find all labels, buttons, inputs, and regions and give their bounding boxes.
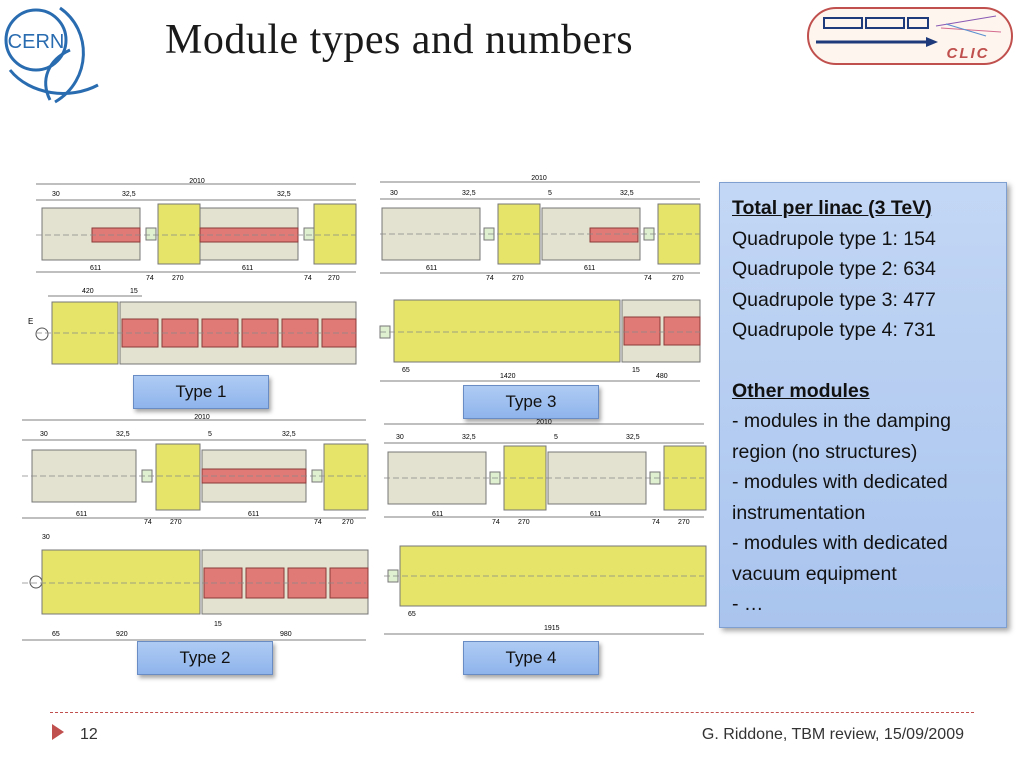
type2-quad-1 — [155, 443, 201, 511]
info-line-2: region (no structures) — [732, 440, 918, 463]
type4-dim-325a: 32,5 — [462, 434, 476, 441]
footer-arrow-icon — [52, 724, 64, 740]
type3-dim-270b: 270 — [672, 275, 684, 282]
type2-quad-2 — [323, 443, 369, 511]
type2-dim-325a: 32,5 — [116, 431, 130, 438]
type2-dim-74b: 74 — [314, 519, 322, 526]
info-line-1: - modules in the damping — [732, 410, 951, 432]
type4-dim-611a: 611 — [432, 511, 443, 518]
type2-dim-611a: 611 — [76, 511, 87, 518]
type4-dim-74a: 74 — [492, 519, 500, 526]
type2-dim-325b: 32,5 — [282, 431, 296, 438]
cern-logo: CERN — [4, 6, 99, 104]
type1-dim-15: 15 — [130, 288, 138, 295]
info-line-7: - … — [732, 593, 764, 615]
type3-dim-74a: 74 — [486, 275, 494, 282]
type4-dim-270b: 270 — [678, 519, 690, 526]
type3-diagram: 2010 30 32,5 5 32,5 611 74 270 611 74 27… — [379, 175, 701, 382]
info-quad-4: Quadrupole type 4: 731 — [732, 319, 936, 341]
type3-dim-611a: 611 — [426, 265, 437, 272]
type2-dim-total: 2010 — [194, 414, 210, 421]
type1-dim-611a: 611 — [90, 265, 101, 272]
type2-quad-lower — [41, 549, 201, 615]
type2-diagram: 2010 30 32,5 5 32,5 611 74 270 611 74 27… — [22, 414, 369, 641]
type3-dim-611b: 611 — [584, 265, 595, 272]
type3-structure-1 — [589, 227, 639, 243]
type3-dim-325b: 32,5 — [620, 190, 634, 197]
type3-dim-270a: 270 — [512, 275, 524, 282]
type1-dim-270b: 270 — [328, 275, 340, 282]
type1-dim-total: 2010 — [189, 178, 205, 185]
type2-dim-74a: 74 — [144, 519, 152, 526]
type3-dim-1420: 1420 — [500, 373, 516, 380]
info-line-4: instrumentation — [732, 501, 866, 524]
type4-dim-1915: 1915 — [544, 625, 560, 632]
type2-dim-611b: 611 — [248, 511, 259, 518]
type4-quad-lower — [399, 545, 707, 607]
type4-dim-270a: 270 — [518, 519, 530, 526]
footer-divider — [50, 712, 974, 713]
type3-dim-65: 65 — [402, 367, 410, 374]
type3-dim-15: 15 — [632, 367, 640, 374]
type1-dim-74b: 74 — [304, 275, 312, 282]
type4-dim-5: 5 — [554, 434, 558, 441]
type4-dim-30: 30 — [396, 434, 404, 441]
info-line-3: - modules with dedicated — [732, 471, 948, 493]
info-quad-3: Quadrupole type 3: 477 — [732, 288, 936, 311]
type4-dim-65: 65 — [408, 611, 416, 618]
type2-dim-270a: 270 — [170, 519, 182, 526]
type1-dim-420: 420 — [82, 288, 94, 295]
info-box: Total per linac (3 TeV) Quadrupole type … — [719, 182, 1007, 628]
type1-dim-30: 30 — [52, 191, 60, 198]
info-line-5: - modules with dedicated — [732, 532, 948, 554]
info-line-6: vacuum equipment — [732, 562, 897, 585]
type2-dim-5: 5 — [208, 431, 212, 438]
type3-dim-30: 30 — [390, 190, 398, 197]
type4-dim-611b: 611 — [590, 511, 601, 518]
type1-dim-74a: 74 — [146, 275, 154, 282]
type4-dim-325b: 32,5 — [626, 434, 640, 441]
footer-credit: G. Riddone, TBM review, 15/09/2009 — [701, 726, 964, 743]
type1-diagram: 2010 30 32,5 32,5 611 74 270 611 74 270 … — [28, 178, 357, 365]
type2-dim-920: 920 — [116, 631, 128, 638]
type3-dim-5: 5 — [548, 190, 552, 197]
type3-label: Type 3 — [463, 385, 599, 419]
type4-diagram: 2010 30 32,5 5 32,5 611 74 270 611 74 27… — [384, 419, 707, 635]
type1-dim-325b: 32,5 — [277, 191, 291, 198]
type1-dim-611b: 611 — [242, 265, 253, 272]
page-title: Module types and numbers — [165, 17, 634, 63]
type1-quad-2 — [313, 203, 357, 265]
type2-dim-15: 15 — [214, 621, 222, 628]
type1-quad-1 — [157, 203, 201, 265]
info-quad-2: Quadrupole type 2: 634 — [732, 258, 936, 280]
type2-dim-270b: 270 — [342, 519, 354, 526]
type2-structure-1 — [201, 468, 307, 484]
cern-logo-text: CERN — [8, 31, 65, 53]
clic-logo: CLIC — [807, 7, 1013, 65]
info-heading-other: Other modules — [732, 379, 870, 402]
type2-label: Type 2 — [137, 641, 273, 675]
type1-label: Type 1 — [133, 375, 269, 409]
type3-dim-325a: 32,5 — [462, 190, 476, 197]
type3-dim-74b: 74 — [644, 275, 652, 282]
type2-dim-65: 65 — [52, 631, 60, 638]
info-heading-total: Total per linac (3 TeV) — [732, 197, 932, 219]
type3-quad-lower — [393, 299, 621, 363]
type2-dim-30-lower: 30 — [42, 534, 50, 541]
page-number: 12 — [80, 726, 98, 743]
type1-dim-325a: 32,5 — [122, 191, 136, 198]
type4-dim-74b: 74 — [652, 519, 660, 526]
type4-label: Type 4 — [463, 641, 599, 675]
clic-logo-text: CLIC — [947, 45, 990, 62]
type4-dim-total: 2010 — [536, 419, 552, 426]
type2-dim-980: 980 — [280, 631, 292, 638]
type1-dim-270a: 270 — [172, 275, 184, 282]
type3-dim-total: 2010 — [531, 175, 547, 182]
info-quad-1: Quadrupole type 1: 154 — [732, 227, 936, 250]
type2-dim-30: 30 — [40, 431, 48, 438]
type3-dim-480: 480 — [656, 373, 668, 380]
type1-side-label: E — [28, 317, 33, 326]
